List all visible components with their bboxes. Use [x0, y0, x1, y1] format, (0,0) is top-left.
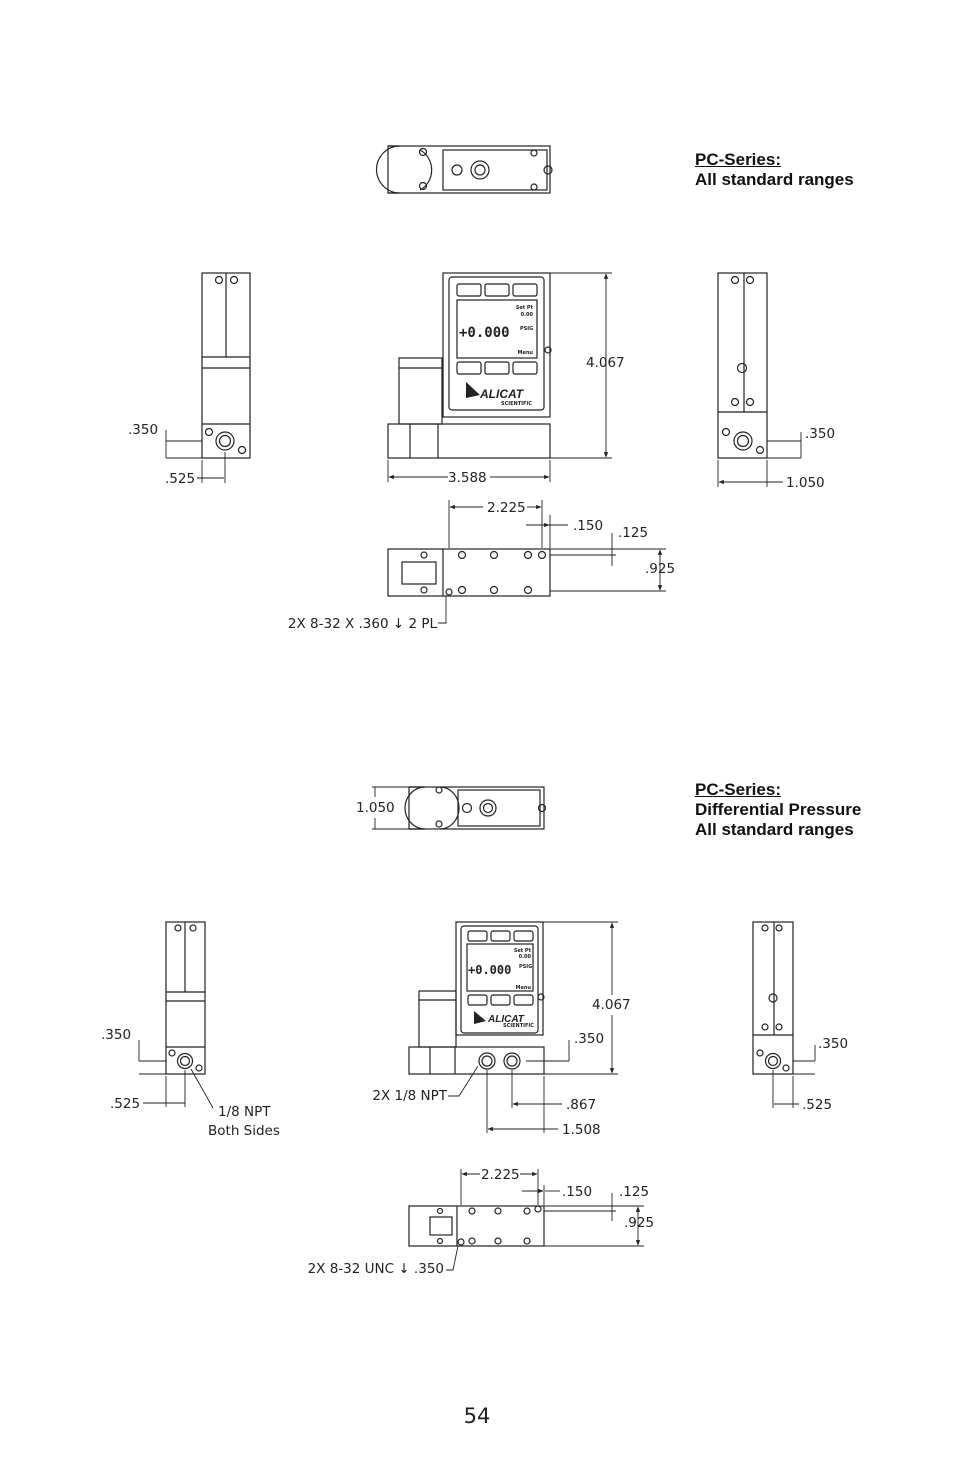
- s1-top-view: [375, 145, 553, 194]
- s2-dimensions: [138, 786, 816, 1271]
- s2-menu: Menu: [516, 985, 532, 991]
- s2-dim-bottom-d: .925: [624, 1215, 654, 1231]
- s2-dim-left-b: .525: [110, 1096, 140, 1112]
- s1-units: PSIG: [520, 326, 533, 332]
- s2-dim-right-a: .350: [818, 1036, 848, 1052]
- s2-left-view: [165, 921, 206, 1075]
- s1-dim-width: 3.588: [448, 470, 487, 486]
- s1-reading: +0.000: [459, 325, 510, 341]
- s1-dim-height: 4.067: [586, 355, 625, 371]
- s1-dim-bottom-a: 2.225: [487, 500, 526, 516]
- s2-npt-note-2: Both Sides: [208, 1123, 280, 1139]
- s2-dim-port-a: .350: [574, 1031, 604, 1047]
- s2-title: PC-Series:: [695, 780, 781, 799]
- s1-brand: ALICAT: [479, 387, 525, 401]
- s2-dim-port-b: .867: [566, 1097, 596, 1113]
- s2-dim-right-b: .525: [802, 1097, 832, 1113]
- s1-brand-sub: SCIENTIFIC: [501, 401, 532, 407]
- s1-dim-bottom-b: .150: [573, 518, 603, 534]
- s2-subtitle-2: All standard ranges: [695, 820, 854, 839]
- s1-dim-right-b: 1.050: [786, 475, 825, 491]
- s2-top-view: [404, 786, 547, 830]
- s1-right-view: [717, 272, 768, 459]
- s2-subtitle-1: Differential Pressure: [695, 800, 862, 819]
- s2-dim-bottom-a: 2.225: [481, 1167, 520, 1183]
- s1-setpoint-value: 0.00: [521, 312, 534, 318]
- s2-dim-bottom-b: .150: [562, 1184, 592, 1200]
- s2-port-note: 2X 1/8 NPT: [372, 1088, 447, 1104]
- s2-mount-note: 2X 8-32 UNC ↓ .350: [308, 1261, 444, 1277]
- s2-dim-left-a: .350: [101, 1027, 131, 1043]
- s1-dim-bottom-c: .125: [618, 525, 648, 541]
- s2-units: PSIG: [519, 964, 532, 970]
- s1-dimensions: [165, 272, 802, 624]
- s2-dim-bottom-c: .125: [619, 1184, 649, 1200]
- s2-heading: PC-Series: Differential Pressure All sta…: [695, 780, 861, 840]
- s2-setpoint-label: Set Pt: [514, 948, 532, 954]
- s1-bottom-view: [387, 548, 551, 597]
- s1-heading: PC-Series: All standard ranges: [695, 150, 854, 190]
- s1-title: PC-Series:: [695, 150, 781, 169]
- s1-mount-note: 2X 8-32 X .360 ↓ 2 PL: [288, 616, 438, 632]
- s2-setpoint-value: 0.00: [519, 954, 532, 960]
- s2-brand: ALICAT: [487, 1014, 525, 1025]
- s2-front-view: [408, 921, 545, 1075]
- s2-dim-height: 4.067: [592, 997, 631, 1013]
- s2-npt-note-1: 1/8 NPT: [218, 1104, 271, 1120]
- page-number: 54: [463, 1404, 491, 1428]
- s2-brand-sub: SCIENTIFIC: [503, 1023, 534, 1029]
- s1-left-view: [201, 272, 251, 459]
- s2-dim-port-c: 1.508: [562, 1122, 601, 1138]
- s2-bottom-view: [408, 1205, 545, 1247]
- s1-menu: Menu: [518, 350, 534, 356]
- s1-dim-bottom-d: .925: [645, 561, 675, 577]
- s1-setpoint-label: Set Pt: [516, 305, 534, 311]
- s2-dim-top-depth: 1.050: [356, 800, 395, 816]
- s1-dim-right-a: .350: [805, 426, 835, 442]
- s1-dim-left-b: .525: [165, 471, 195, 487]
- s1-dim-left-a: .350: [128, 422, 158, 438]
- s1-front-view: [387, 272, 552, 459]
- s2-right-view: [752, 921, 794, 1075]
- s1-subtitle-1: All standard ranges: [695, 170, 854, 189]
- s2-reading: +0.000: [468, 963, 511, 977]
